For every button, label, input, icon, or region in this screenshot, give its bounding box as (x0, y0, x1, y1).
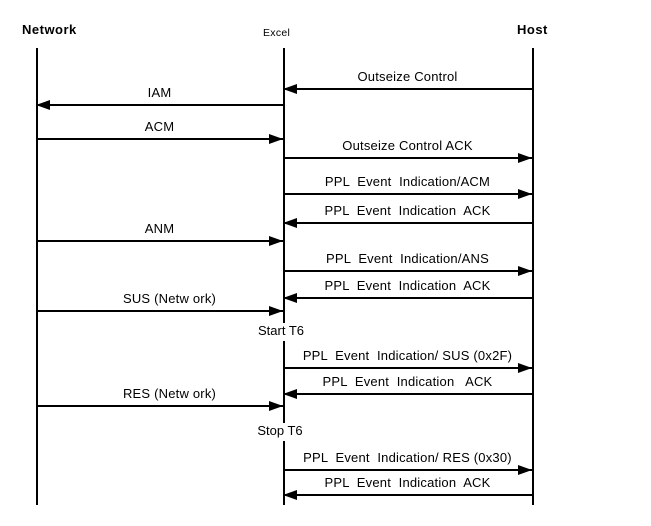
arrowhead-icon (283, 490, 297, 500)
arrowhead-icon (36, 100, 50, 110)
arrowhead-icon (518, 363, 532, 373)
message-label: Outseize Control ACK (342, 138, 473, 153)
message-line (283, 297, 532, 299)
message-line (36, 310, 283, 312)
message-line (36, 104, 283, 106)
arrowhead-icon (283, 389, 297, 399)
message-line (283, 193, 532, 195)
message-label: PPL Event Indication ACK (324, 475, 491, 490)
message-line (283, 222, 532, 224)
lifeline-host (532, 48, 534, 505)
arrowhead-icon (518, 189, 532, 199)
message-label: SUS (Netw ork) (122, 291, 217, 306)
message-label: RES (Netw ork) (122, 386, 217, 401)
actor-label-host: Host (517, 22, 548, 37)
message-line (283, 157, 532, 159)
message-label: PPL Event Indication/ACM (324, 174, 491, 189)
arrowhead-icon (283, 84, 297, 94)
arrowhead-icon (283, 293, 297, 303)
message-label: Outseize Control (357, 69, 458, 84)
timer-annotation-stop-t6: Stop T6 (254, 423, 306, 441)
message-label: PPL Event Indication ACK (322, 374, 493, 389)
lifeline-excel (283, 48, 285, 505)
message-label: ANM (144, 221, 175, 236)
message-line (283, 367, 532, 369)
message-label: ACM (144, 119, 175, 134)
arrowhead-icon (518, 153, 532, 163)
message-line (283, 88, 532, 90)
message-line (283, 270, 532, 272)
arrowhead-icon (269, 306, 283, 316)
arrowhead-icon (518, 465, 532, 475)
arrowhead-icon (269, 401, 283, 411)
message-line (36, 138, 283, 140)
arrowhead-icon (518, 266, 532, 276)
message-label: IAM (147, 85, 172, 100)
message-label: PPL Event Indication ACK (324, 203, 491, 218)
arrowhead-icon (283, 218, 297, 228)
message-line (36, 405, 283, 407)
message-label: PPL Event Indication ACK (324, 278, 491, 293)
message-label: PPL Event Indication/ SUS (0x2F) (302, 348, 513, 363)
message-line (283, 469, 532, 471)
message-line (36, 240, 283, 242)
lifeline-network (36, 48, 38, 505)
timer-annotation-start-t6: Start T6 (254, 323, 308, 341)
arrowhead-icon (269, 236, 283, 246)
message-line (283, 494, 532, 496)
actor-label-excel: Excel (263, 27, 291, 39)
actor-label-network: Network (22, 22, 77, 37)
message-label: PPL Event Indication/ANS (326, 251, 489, 266)
message-line (283, 393, 532, 395)
message-label: PPL Event Indication/ RES (0x30) (303, 450, 512, 465)
arrowhead-icon (269, 134, 283, 144)
